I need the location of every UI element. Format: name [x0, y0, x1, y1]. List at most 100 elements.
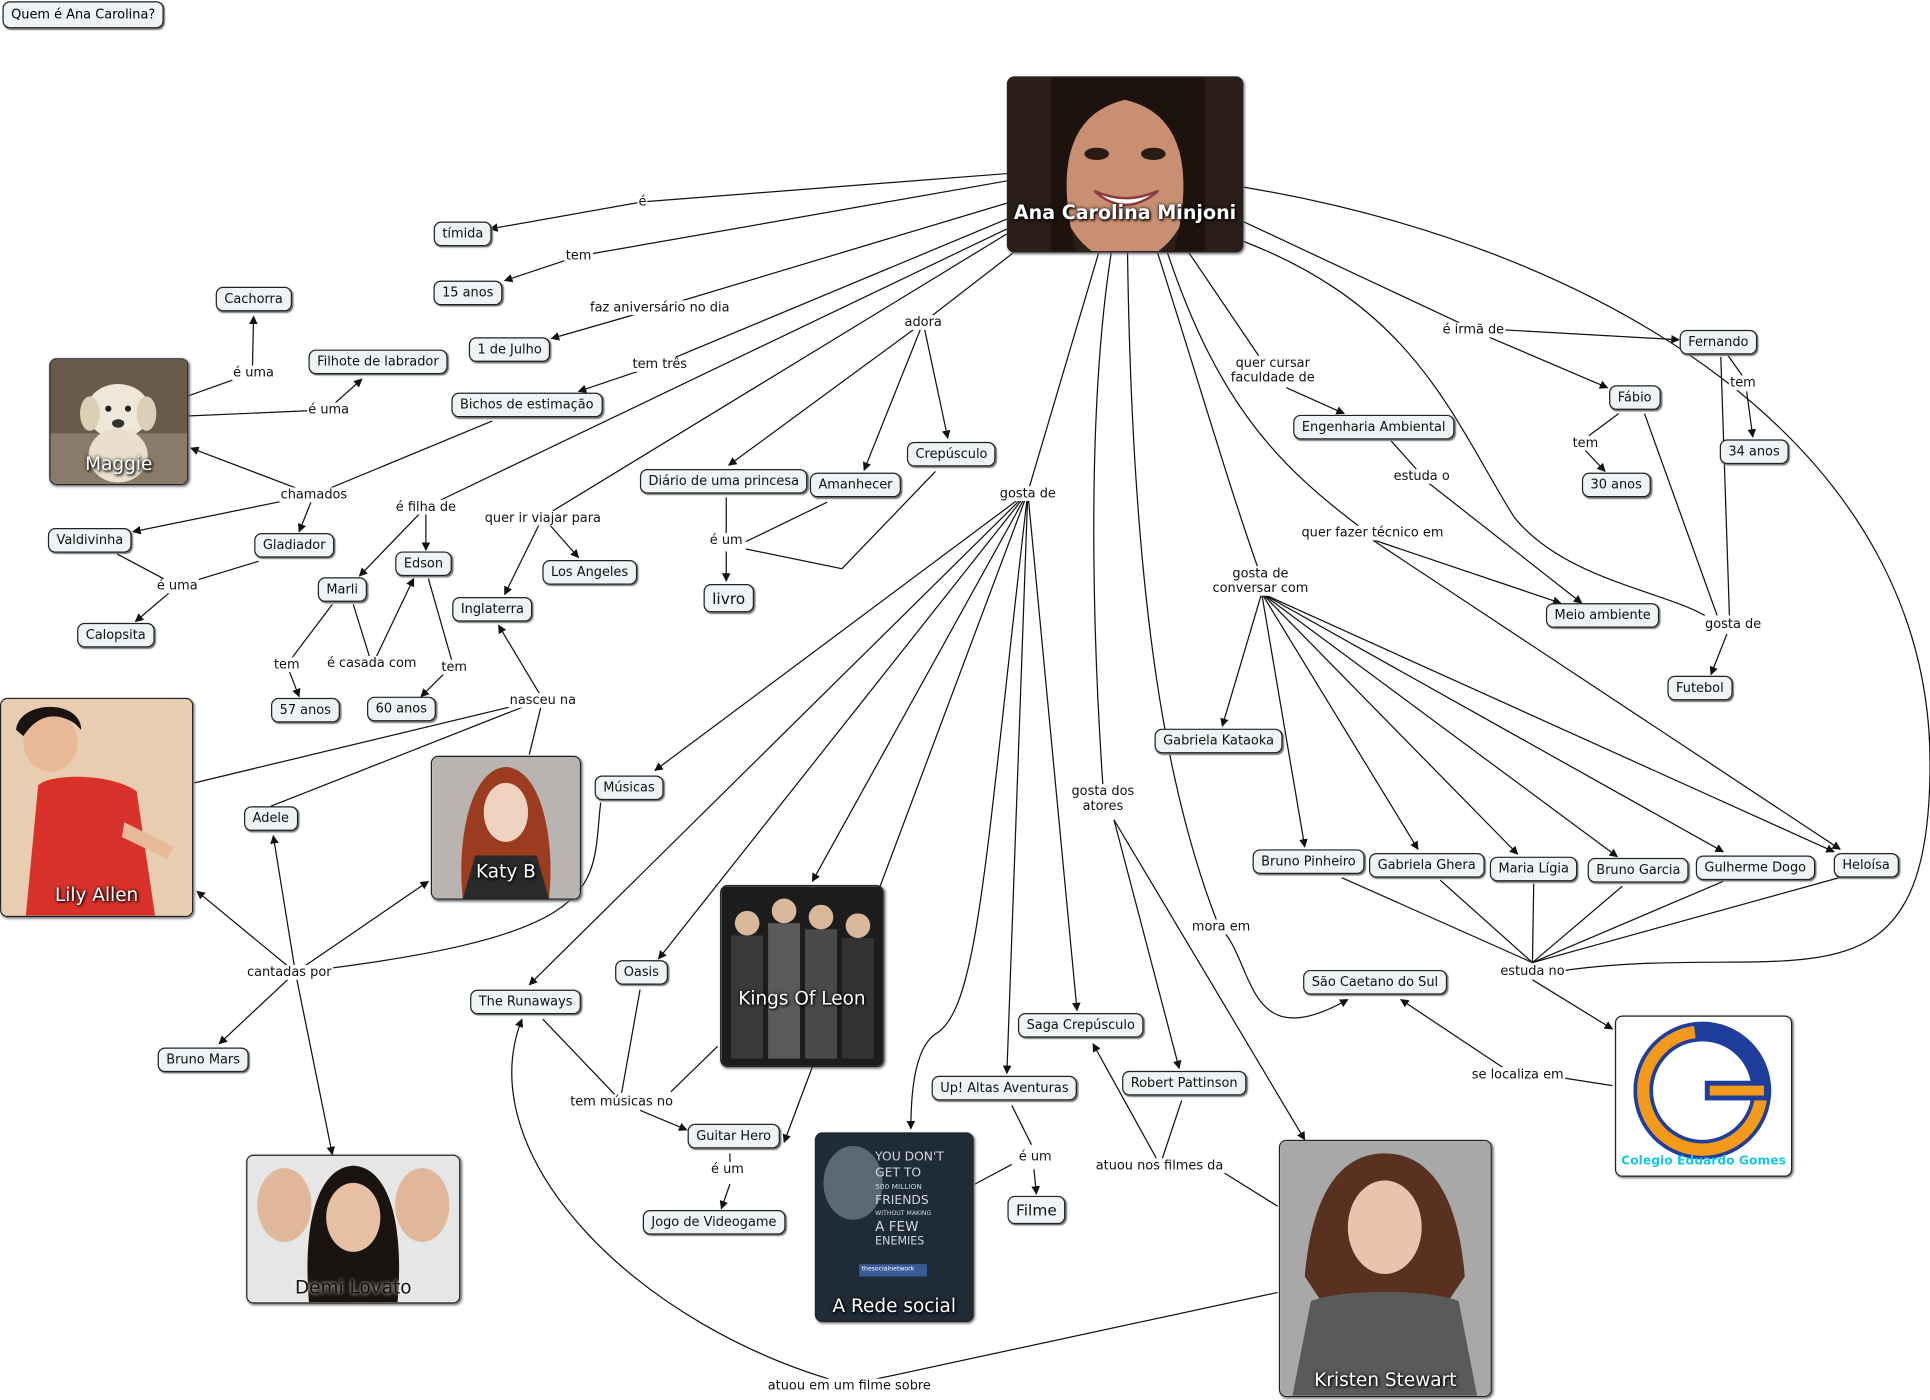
link-e: é: [637, 194, 648, 210]
katy-b-image: [432, 757, 580, 899]
node-calopsita[interactable]: Calopsita: [77, 622, 155, 648]
link-filha-de: é filha de: [394, 499, 458, 515]
node-guitar-hero[interactable]: Guitar Hero: [687, 1123, 780, 1149]
node-up[interactable]: Up! Altas Aventuras: [931, 1075, 1078, 1101]
node-filhote[interactable]: Filhote de labrador: [308, 349, 448, 375]
link-gosta-atores: gosta dos atores: [1067, 784, 1139, 814]
link-tem-tres: tem três: [631, 356, 689, 372]
link-e-um-livro: é um: [708, 532, 744, 548]
lily-allen-photo: Lily Allen: [0, 697, 194, 918]
kings-of-leon-image: [721, 886, 883, 1066]
rede-social-poster: YOU DON'T GET TO 500 MILLION FRIENDS WIT…: [814, 1132, 974, 1322]
lily-allen-caption: Lily Allen: [54, 883, 139, 906]
node-los-angeles[interactable]: Los Angeles: [542, 560, 637, 585]
katy-b-photo: Katy B: [430, 755, 581, 900]
kristen-stewart-photo: Kristen Stewart: [1278, 1139, 1492, 1398]
link-estuda-o: estuda o: [1392, 468, 1451, 484]
demi-lovato-photo: Demi Lovato: [246, 1154, 461, 1304]
rede-social-caption: A Rede social: [832, 1294, 956, 1318]
link-irma: é irmã de: [1441, 322, 1506, 338]
link-atuou-filme: atuou em um filme sobre: [766, 1378, 933, 1394]
link-casada: é casada com: [325, 656, 418, 671]
node-bruno-mars[interactable]: Bruno Mars: [157, 1047, 249, 1073]
node-gulherme[interactable]: Gulherme Dogo: [1695, 855, 1815, 881]
central-photo: Ana Carolina Minjoni: [1006, 76, 1244, 253]
node-34-anos[interactable]: 34 anos: [1719, 439, 1789, 465]
link-tem-edson: tem: [440, 659, 469, 675]
kristen-stewart-caption: Kristen Stewart: [1314, 1368, 1457, 1391]
link-tem-fabio: tem: [1571, 435, 1600, 451]
node-engenharia[interactable]: Engenharia Ambiental: [1293, 414, 1455, 440]
link-estuda-no: estuda no: [1499, 963, 1566, 979]
node-bruno-garcia[interactable]: Bruno Garcia: [1587, 857, 1690, 883]
node-musicas[interactable]: Músicas: [594, 775, 664, 801]
node-sao-caetano[interactable]: São Caetano do Sul: [1303, 969, 1447, 995]
link-e-uma-calopsita: é uma: [155, 578, 199, 594]
node-valdivinha[interactable]: Valdivinha: [47, 528, 132, 553]
kings-of-leon-photo: Kings Of Leon: [720, 885, 884, 1068]
node-livro[interactable]: livro: [703, 584, 754, 613]
node-oasis[interactable]: Oasis: [615, 960, 668, 985]
link-conversar: gosta de conversar com: [1209, 566, 1311, 596]
node-edson[interactable]: Edson: [395, 551, 452, 577]
rede-social-image: [816, 1133, 973, 1321]
node-runaways[interactable]: The Runaways: [470, 989, 582, 1015]
colegio-caption: Colegio Eduardo Gomes: [1621, 1154, 1786, 1169]
link-viajar: quer ir viajar para: [483, 510, 603, 526]
link-gosta-de: gosta de: [998, 486, 1058, 501]
node-futebol[interactable]: Futebol: [1667, 675, 1733, 701]
node-timida[interactable]: tímida: [433, 221, 492, 247]
node-fernando[interactable]: Fernando: [1679, 329, 1758, 355]
link-gosta-futebol: gosta de: [1703, 616, 1763, 632]
kristen-stewart-image: [1280, 1141, 1491, 1396]
node-amanhecer[interactable]: Amanhecer: [809, 472, 902, 498]
link-tem: tem: [564, 248, 593, 264]
node-filme[interactable]: Filme: [1007, 1195, 1066, 1225]
colegio-logo-image: [1633, 1021, 1772, 1160]
node-bruno-pinheiro[interactable]: Bruno Pinheiro: [1252, 849, 1365, 874]
link-tem-musicas: tem músicas no: [568, 1094, 675, 1110]
kings-of-leon-caption: Kings Of Leon: [738, 987, 866, 1010]
node-57-anos[interactable]: 57 anos: [270, 697, 340, 723]
link-localiza: se localiza em: [1470, 1067, 1565, 1082]
node-adele[interactable]: Adele: [244, 806, 298, 831]
node-diario[interactable]: Diário de uma princesa: [639, 468, 808, 494]
rede-poster-line-7: ENEMIES: [875, 1235, 925, 1249]
node-videogame[interactable]: Jogo de Videogame: [642, 1209, 786, 1235]
katy-b-caption: Katy B: [475, 860, 536, 883]
node-saga[interactable]: Saga Crepúsculo: [1017, 1013, 1144, 1038]
link-tecnico: quer fazer técnico em: [1300, 525, 1445, 541]
node-1-de-julho[interactable]: 1 de Julho: [468, 337, 551, 362]
map-title: Quem é Ana Carolina?: [2, 1, 164, 29]
node-bichos[interactable]: Bichos de estimação: [451, 392, 603, 418]
node-robert[interactable]: Robert Pattinson: [1122, 1070, 1247, 1096]
node-cachorra[interactable]: Cachorra: [215, 286, 292, 312]
node-maria-ligia[interactable]: Maria Lígia: [1489, 856, 1578, 882]
node-marli[interactable]: Marli: [317, 577, 367, 602]
rede-poster-line-6: A FEW: [875, 1218, 919, 1235]
link-nasceu: nasceu na: [508, 692, 578, 708]
node-inglaterra[interactable]: Inglaterra: [452, 596, 533, 622]
node-meio-ambiente[interactable]: Meio ambiente: [1545, 603, 1660, 628]
node-15-anos[interactable]: 15 anos: [433, 280, 503, 306]
rede-poster-line-3: 500 MILLION: [875, 1182, 922, 1192]
node-gabriela-ghera[interactable]: Gabriela Ghera: [1368, 853, 1485, 878]
node-fabio[interactable]: Fábio: [1609, 385, 1661, 410]
link-e-um-jogo: é um: [709, 1161, 746, 1177]
link-faz-aniversario: faz aniversário no dia: [588, 300, 731, 316]
demi-lovato-image: [247, 1155, 460, 1303]
link-chamados: chamados: [279, 487, 349, 503]
node-60-anos[interactable]: 60 anos: [367, 696, 436, 722]
node-crepusculo[interactable]: Crepúsculo: [906, 441, 997, 467]
link-mora: mora em: [1190, 919, 1252, 935]
node-gabriela-kataoka[interactable]: Gabriela Kataoka: [1154, 728, 1283, 754]
link-e-uma-cachorra: é uma: [231, 365, 276, 381]
node-gladiador[interactable]: Gladiador: [254, 532, 335, 558]
link-cantadas: cantadas por: [245, 965, 333, 980]
node-heloisa[interactable]: Heloísa: [1833, 853, 1899, 878]
maggie-photo: Maggie: [49, 358, 189, 485]
node-30-anos[interactable]: 30 anos: [1581, 472, 1651, 498]
colegio-logo: Colegio Eduardo Gomes: [1614, 1015, 1793, 1177]
demi-lovato-caption: Demi Lovato: [294, 1276, 412, 1299]
